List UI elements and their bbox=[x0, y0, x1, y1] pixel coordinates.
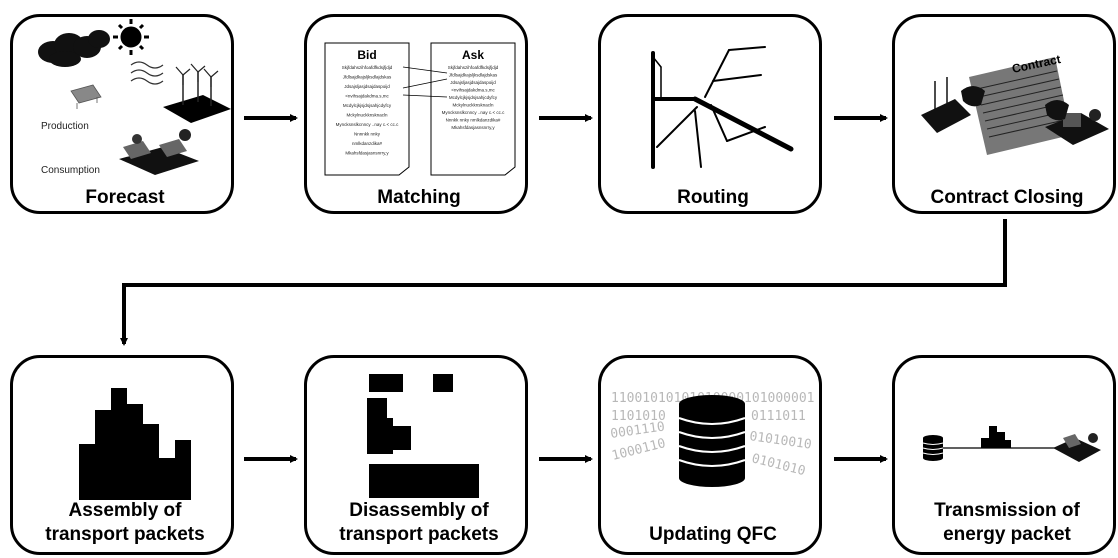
document-line: Skjfdahszihfoafdfkdsjfjdjd bbox=[342, 65, 393, 70]
document-line: Skjfdahszihfoafdfkdsjfjdjd bbox=[448, 65, 499, 70]
binary-row-1: 1101010 bbox=[611, 409, 666, 424]
database-icon bbox=[678, 395, 746, 487]
assembly-illustration: Assembly of transport packets bbox=[45, 388, 205, 545]
document-line: Nnnnkk nnky bbox=[354, 132, 381, 137]
database-small-icon bbox=[922, 435, 944, 461]
document-line: Mkahsfdasjasnsnrry,y bbox=[345, 151, 389, 156]
updating-qfc-illustration: 11001010101010000101000001 1101010 01110… bbox=[609, 391, 814, 545]
step-routing: Routing bbox=[598, 14, 822, 214]
matching-title: Matching bbox=[377, 187, 460, 208]
house-cluster-icon bbox=[119, 129, 199, 175]
document-line: Mkahsfdasjasnsnrry,y bbox=[451, 125, 495, 130]
matching-illustration: Bid SkjfdahszihfoafdfkdsjfjdjdJfdlsajdka… bbox=[324, 42, 516, 208]
document-line: Jfdlsajdkajsljksdlajdskas bbox=[343, 75, 392, 80]
energy-packet-icon bbox=[981, 426, 1011, 448]
bid-lines: SkjfdahszihfoafdfkdsjfjdjdJfdlsajdkajslj… bbox=[336, 65, 399, 156]
contract-closing-title: Contract Closing bbox=[930, 187, 1083, 208]
document-line: nmlkdanzdika# bbox=[352, 141, 383, 146]
transmission-title-line2: energy packet bbox=[943, 524, 1071, 545]
production-label: Production bbox=[41, 121, 89, 132]
document-line: Mckylnuckknsknacln bbox=[346, 113, 388, 118]
ask-document-icon: Ask SkjfdahszihfoafdfkdsjfjdjdJfdlsajdka… bbox=[430, 42, 516, 176]
packet-stack-icon bbox=[79, 388, 191, 500]
document-line: Jdsajsljasjdsajdaspoijd bbox=[344, 84, 390, 89]
step-forecast: Production Consumption Forecast bbox=[10, 14, 234, 214]
solar-panel-icon bbox=[70, 84, 102, 109]
house-small-icon bbox=[1053, 433, 1101, 462]
step-disassembly: Disassembly of transport packets bbox=[304, 355, 528, 555]
updating-qfc-title: Updating QFC bbox=[649, 524, 777, 545]
assembly-title-line2: transport packets bbox=[45, 524, 204, 545]
document-line: Myncksnslkcnncy ..nay c.< cc.c bbox=[336, 122, 399, 127]
route-network-icon bbox=[651, 46, 794, 169]
step-updating-qfc: 11001010101010000101000001 1101010 01110… bbox=[598, 355, 822, 555]
step-contract-closing: Contract Contract Closing bbox=[892, 14, 1116, 214]
binary-row-6: 0101010 bbox=[750, 451, 807, 479]
arrow-contract-to-assembly bbox=[120, 219, 1007, 346]
routing-illustration: Routing bbox=[651, 46, 794, 208]
match-lines bbox=[402, 66, 448, 98]
handshake-right-icon bbox=[1045, 100, 1109, 145]
binary-row-2: 0111011 bbox=[751, 409, 806, 424]
document-line: Nnnkk nnky nmlkdanzdika# bbox=[446, 118, 501, 123]
document-line: <nvihsajdakdma.s,mc bbox=[345, 94, 389, 99]
wind-lines-icon bbox=[130, 61, 164, 85]
sun-icon bbox=[113, 19, 149, 55]
forecast-illustration: Production Consumption Forecast bbox=[38, 19, 231, 208]
contract-closing-illustration: Contract Contract Closing bbox=[921, 52, 1109, 208]
wind-farm-icon bbox=[163, 63, 231, 123]
handshake-left-icon bbox=[921, 77, 985, 133]
bid-document-icon: Bid SkjfdahszihfoafdfkdsjfjdjdJfdlsajdka… bbox=[324, 42, 410, 176]
routing-title: Routing bbox=[677, 187, 749, 208]
document-line: Mcdylcjkjsjdsjsahjcdyfcy bbox=[343, 103, 392, 108]
disassembly-title-line2: transport packets bbox=[339, 524, 498, 545]
document-line: Jfdlsajdkajsljksdlajdskas bbox=[449, 73, 498, 78]
binary-row-4: 01010010 bbox=[748, 429, 812, 453]
cloud-icon bbox=[38, 30, 110, 67]
document-line: Mckylnuckknsknacln bbox=[452, 103, 494, 108]
step-transmission: Transmission of energy packet bbox=[892, 355, 1116, 555]
document-line: Myncksnslkcnncy ..nay c.< cc.c bbox=[442, 110, 505, 115]
assembly-title-line1: Assembly of bbox=[69, 500, 183, 521]
document-line: <nvihsajdakdma.s,mc bbox=[451, 88, 495, 93]
disassembly-title-line1: Disassembly of bbox=[349, 500, 489, 521]
bid-title: Bid bbox=[357, 48, 376, 62]
packet-fragments-icon bbox=[367, 374, 479, 498]
transmission-illustration: Transmission of energy packet bbox=[922, 426, 1101, 545]
disassembly-illustration: Disassembly of transport packets bbox=[339, 374, 499, 545]
forecast-title: Forecast bbox=[85, 187, 165, 208]
ask-title: Ask bbox=[462, 48, 484, 62]
document-line: Jdsajsljasjdsajdaspoijd bbox=[450, 80, 496, 85]
contract-document-icon: Contract bbox=[969, 52, 1071, 155]
step-assembly: Assembly of transport packets bbox=[10, 355, 234, 555]
transmission-title-line1: Transmission of bbox=[934, 500, 1080, 521]
ask-lines: SkjfdahszihfoafdfkdsjfjdjdJfdlsajdkajslj… bbox=[442, 65, 505, 130]
document-line: Mcdylcjkjsjdsjsahjcdyfcy bbox=[449, 95, 498, 100]
consumption-label: Consumption bbox=[41, 165, 100, 176]
